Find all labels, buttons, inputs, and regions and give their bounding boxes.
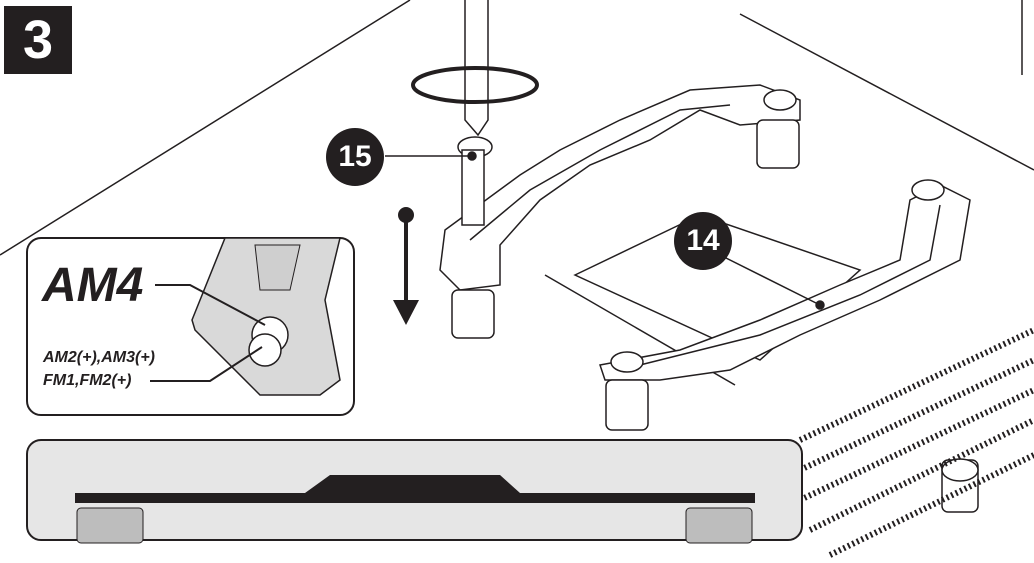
step-number-badge: 3	[4, 6, 72, 74]
rotate-arrow-icon	[411, 66, 539, 104]
board-edge-right	[739, 13, 1034, 171]
radiator	[798, 327, 1034, 558]
side-view-panel	[26, 439, 803, 544]
board-edge-left	[0, 0, 411, 256]
socket-secondary-label-line1: AM2(+),AM3(+)	[43, 349, 156, 366]
socket-am4-label: AM4	[42, 259, 144, 312]
mounting-bracket-rear	[439, 84, 801, 291]
callout-14: 14	[674, 212, 732, 270]
standoffs	[451, 119, 979, 513]
callout-15: 15	[326, 128, 384, 186]
socket-secondary-label-line2: FM1,FM2(+)	[43, 372, 132, 389]
leader-14	[719, 254, 821, 306]
screw-15-shaft	[461, 149, 485, 226]
screw-heads	[457, 89, 979, 482]
inset-panel	[26, 237, 355, 416]
down-arrow-icon	[393, 207, 419, 325]
